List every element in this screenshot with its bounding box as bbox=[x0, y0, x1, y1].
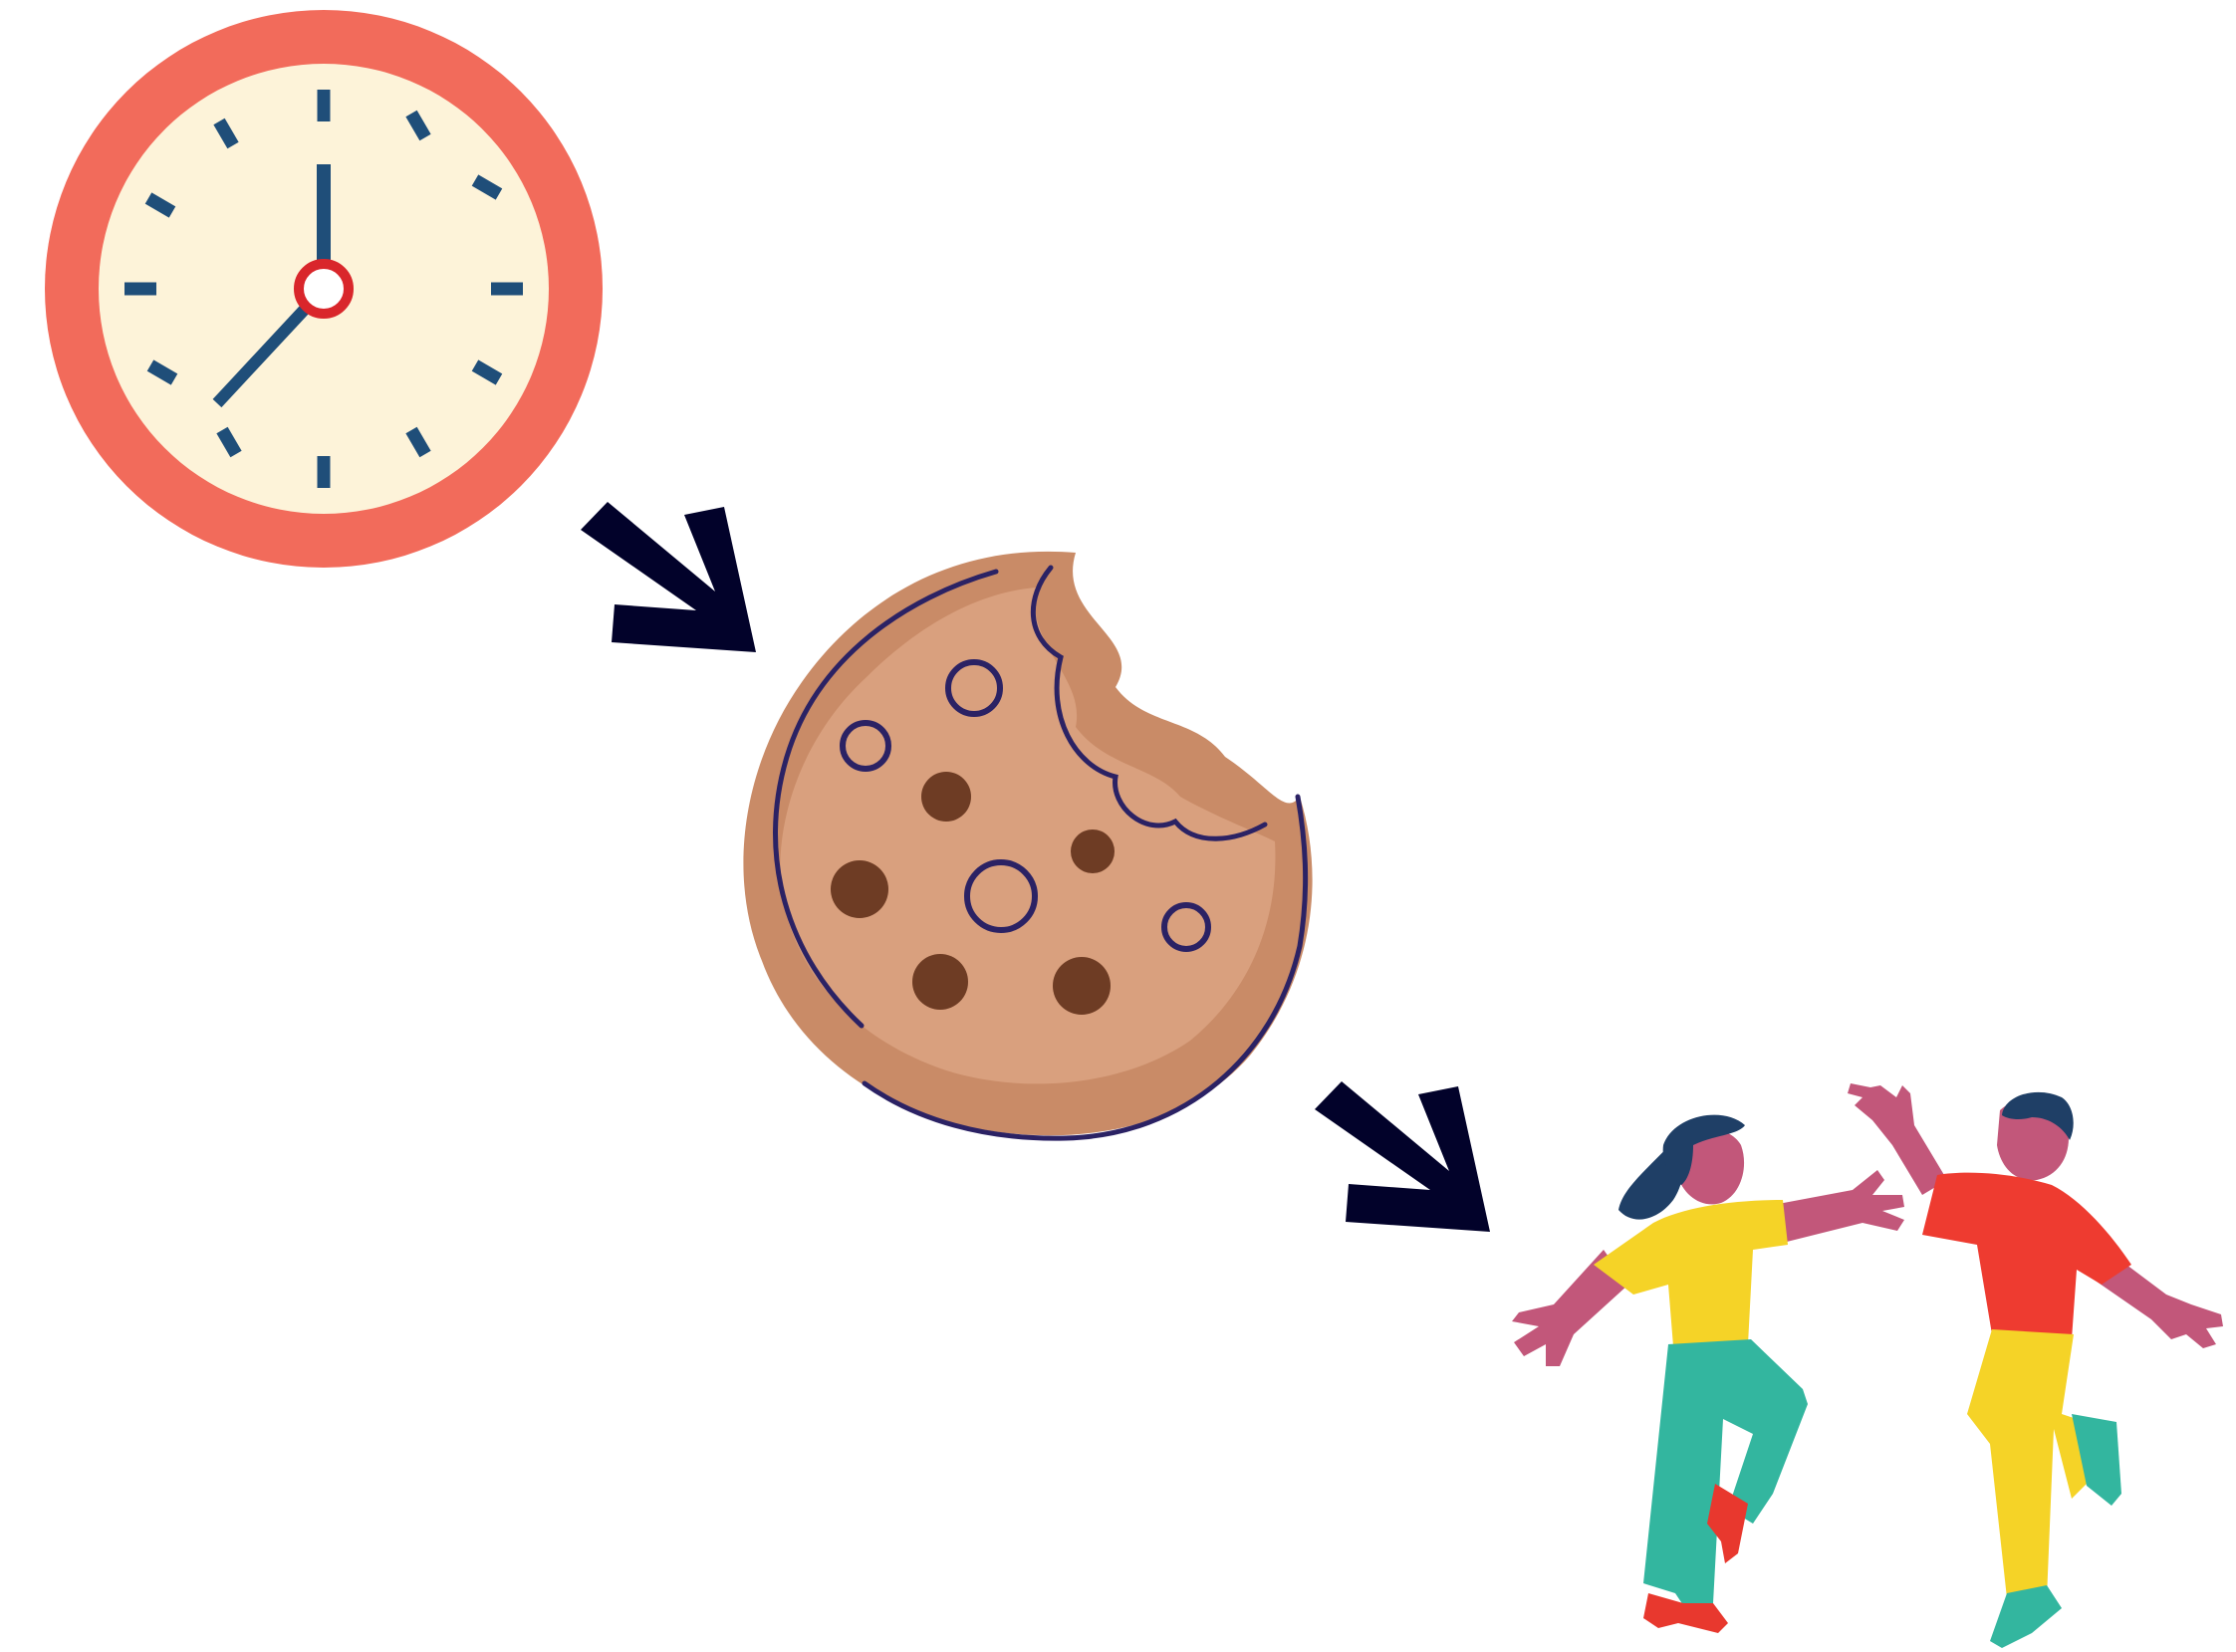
man-figure bbox=[1848, 1083, 2223, 1648]
dancing-people-icon bbox=[1512, 1083, 2223, 1648]
man-arm-left bbox=[1848, 1083, 1947, 1195]
woman-shirt bbox=[1594, 1200, 1788, 1346]
woman-figure bbox=[1512, 1115, 1904, 1633]
arrow-down-right-icon bbox=[1315, 1081, 1490, 1232]
clock-pivot bbox=[299, 264, 349, 314]
clock-icon bbox=[45, 10, 603, 568]
man-pants bbox=[1967, 1329, 2087, 1598]
woman-pants bbox=[1643, 1339, 1808, 1605]
woman-arm-right bbox=[1773, 1170, 1904, 1243]
arrow-down-right-icon bbox=[581, 502, 756, 652]
man-shoe-left bbox=[1990, 1585, 2062, 1648]
man-shirt bbox=[1922, 1173, 2131, 1339]
cookie-icon bbox=[743, 552, 1312, 1138]
